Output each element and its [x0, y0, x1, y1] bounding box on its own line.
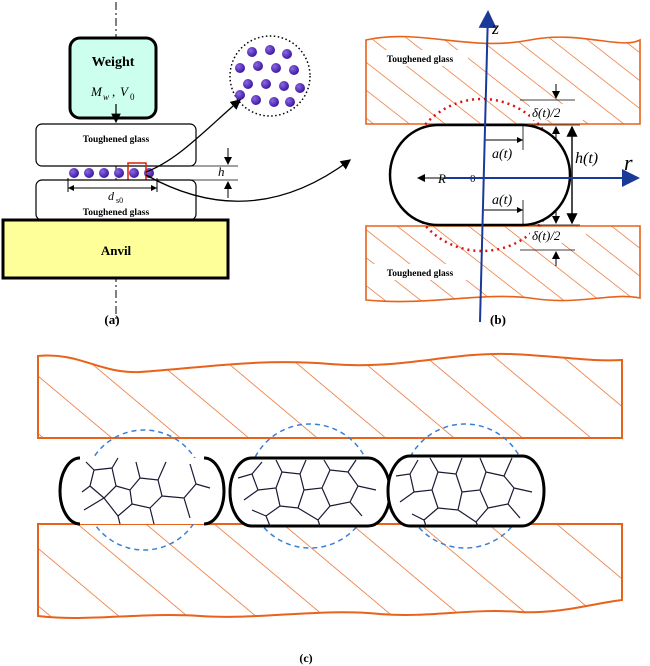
contact-radius-label-bottom: a(t) — [492, 193, 513, 208]
fractured-particle — [228, 456, 392, 528]
bottom-glass-c — [37, 523, 623, 619]
z-axis — [478, 10, 497, 323]
weight-velocity-symbol: V — [120, 84, 130, 99]
weight-label: Weight — [92, 55, 135, 70]
caption-a: (a) — [104, 312, 119, 327]
svg-text:,: , — [112, 84, 115, 99]
delta-label-top: δ(t)/2 — [532, 105, 561, 120]
particle-layer — [69, 168, 154, 178]
top-glass-label: Toughened glass — [83, 135, 150, 145]
contact-radius-label-top: a(t) — [492, 147, 513, 162]
panel-c: (c) — [37, 352, 623, 665]
panel-b: Toughened glass Toughened glass a(t) a(t… — [365, 10, 641, 327]
fractured-particle — [58, 456, 226, 526]
thickness-label: h — [218, 164, 225, 179]
weight-mass-subscript: w — [103, 92, 109, 102]
particle — [129, 168, 139, 178]
panel-a: Weight M w , V 0 Toughened glass d — [1, 2, 352, 327]
particle — [114, 168, 124, 178]
particle — [99, 168, 109, 178]
weight-velocity-subscript: 0 — [130, 92, 135, 102]
anvil-block — [1, 218, 230, 280]
radius-label: R — [437, 171, 446, 186]
r-axis-label: r — [624, 150, 633, 175]
top-glass-label-b: Toughened glass — [387, 55, 454, 65]
zoom-particles — [235, 45, 305, 107]
diameter-subscript: s0 — [116, 196, 123, 205]
weight-mass-symbol: M — [90, 84, 103, 99]
weight-symbols: M w , V 0 — [90, 84, 135, 102]
z-axis-label: z — [491, 18, 499, 38]
top-glass-c — [37, 352, 623, 439]
fractured-particle — [386, 454, 546, 528]
particle — [84, 168, 94, 178]
delta-label-bottom: δ(t)/2 — [532, 228, 561, 243]
height-label: h(t) — [575, 150, 598, 167]
deformed-particle — [388, 123, 572, 227]
top-glass-plate — [35, 123, 197, 167]
anvil-label: Anvil — [101, 243, 132, 258]
zoom-arrow-right — [145, 159, 352, 202]
diameter-label: d — [108, 189, 115, 203]
bottom-glass-hatch — [365, 225, 641, 303]
weight-block — [68, 36, 158, 120]
top-glass-hatch — [365, 35, 641, 125]
particle — [69, 168, 79, 178]
caption-c: (c) — [299, 651, 312, 665]
caption-b: (b) — [490, 312, 506, 327]
zoom-arrow-up — [145, 99, 241, 173]
bottom-glass-label: Toughened glass — [83, 208, 150, 218]
bottom-glass-label-b: Toughened glass — [387, 269, 454, 279]
